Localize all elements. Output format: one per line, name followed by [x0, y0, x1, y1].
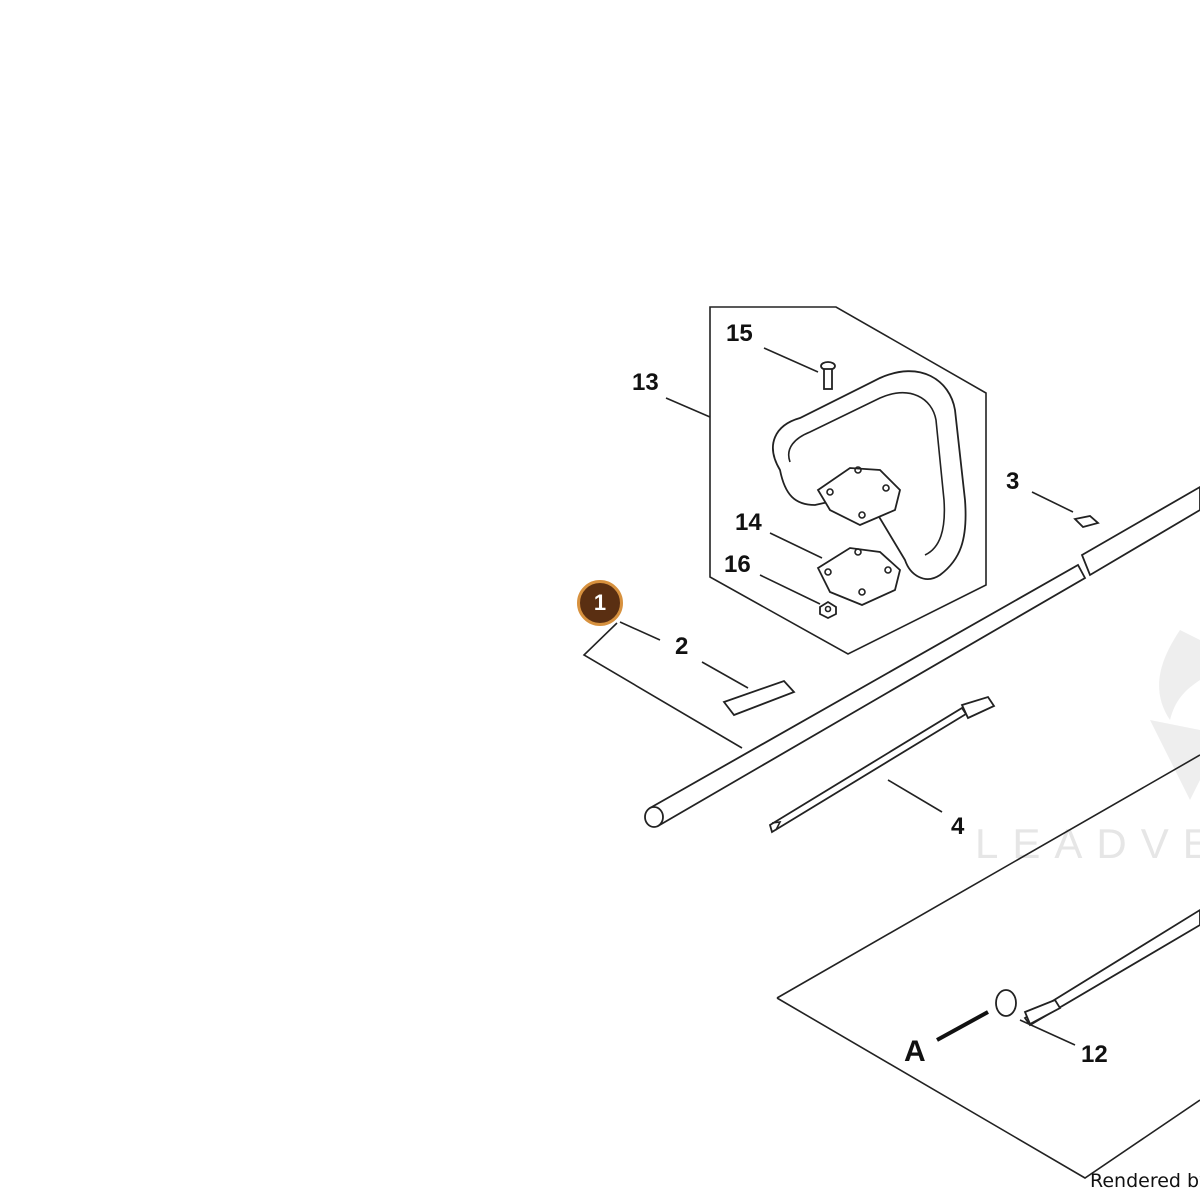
lower-shaft-part — [1023, 908, 1200, 1027]
drive-shaft-part — [768, 695, 996, 834]
callout-4: 4 — [951, 813, 965, 840]
upper-tube-part — [1080, 485, 1200, 577]
loop-handle-part — [772, 370, 967, 580]
callout-13: 13 — [632, 369, 659, 396]
hotspot-marker[interactable]: 1 — [577, 580, 623, 626]
callout-2: 2 — [675, 633, 688, 660]
decal-2-part — [722, 679, 796, 717]
callout-12: 12 — [1081, 1041, 1108, 1068]
leader-lines — [619, 347, 1076, 1046]
watermark-text: LEADVE — [975, 820, 1200, 867]
watermark-logo — [1150, 630, 1200, 800]
lower-shaft-end — [1023, 998, 1062, 1026]
group-A-outline — [776, 754, 1200, 1179]
callout-3: 3 — [1006, 468, 1019, 495]
callout-16: 16 — [724, 551, 751, 578]
decal-3-part — [1073, 515, 1100, 529]
o-ring-part — [995, 989, 1017, 1017]
callout-14: 14 — [735, 509, 762, 536]
group-2-bracket — [582, 622, 743, 749]
callout-15: 15 — [726, 320, 753, 347]
rendered-by-credit: Rendered by — [1090, 1170, 1200, 1192]
drive-tube-part — [644, 563, 1087, 828]
nut-part — [819, 600, 837, 620]
callout-A: A — [904, 1035, 926, 1068]
clamp-part — [816, 547, 902, 606]
handle-kit-outline — [709, 306, 987, 655]
arrow-A-line — [936, 1010, 989, 1042]
screw-part — [820, 361, 836, 390]
hotspot-marker-label: 1 — [593, 590, 607, 615]
